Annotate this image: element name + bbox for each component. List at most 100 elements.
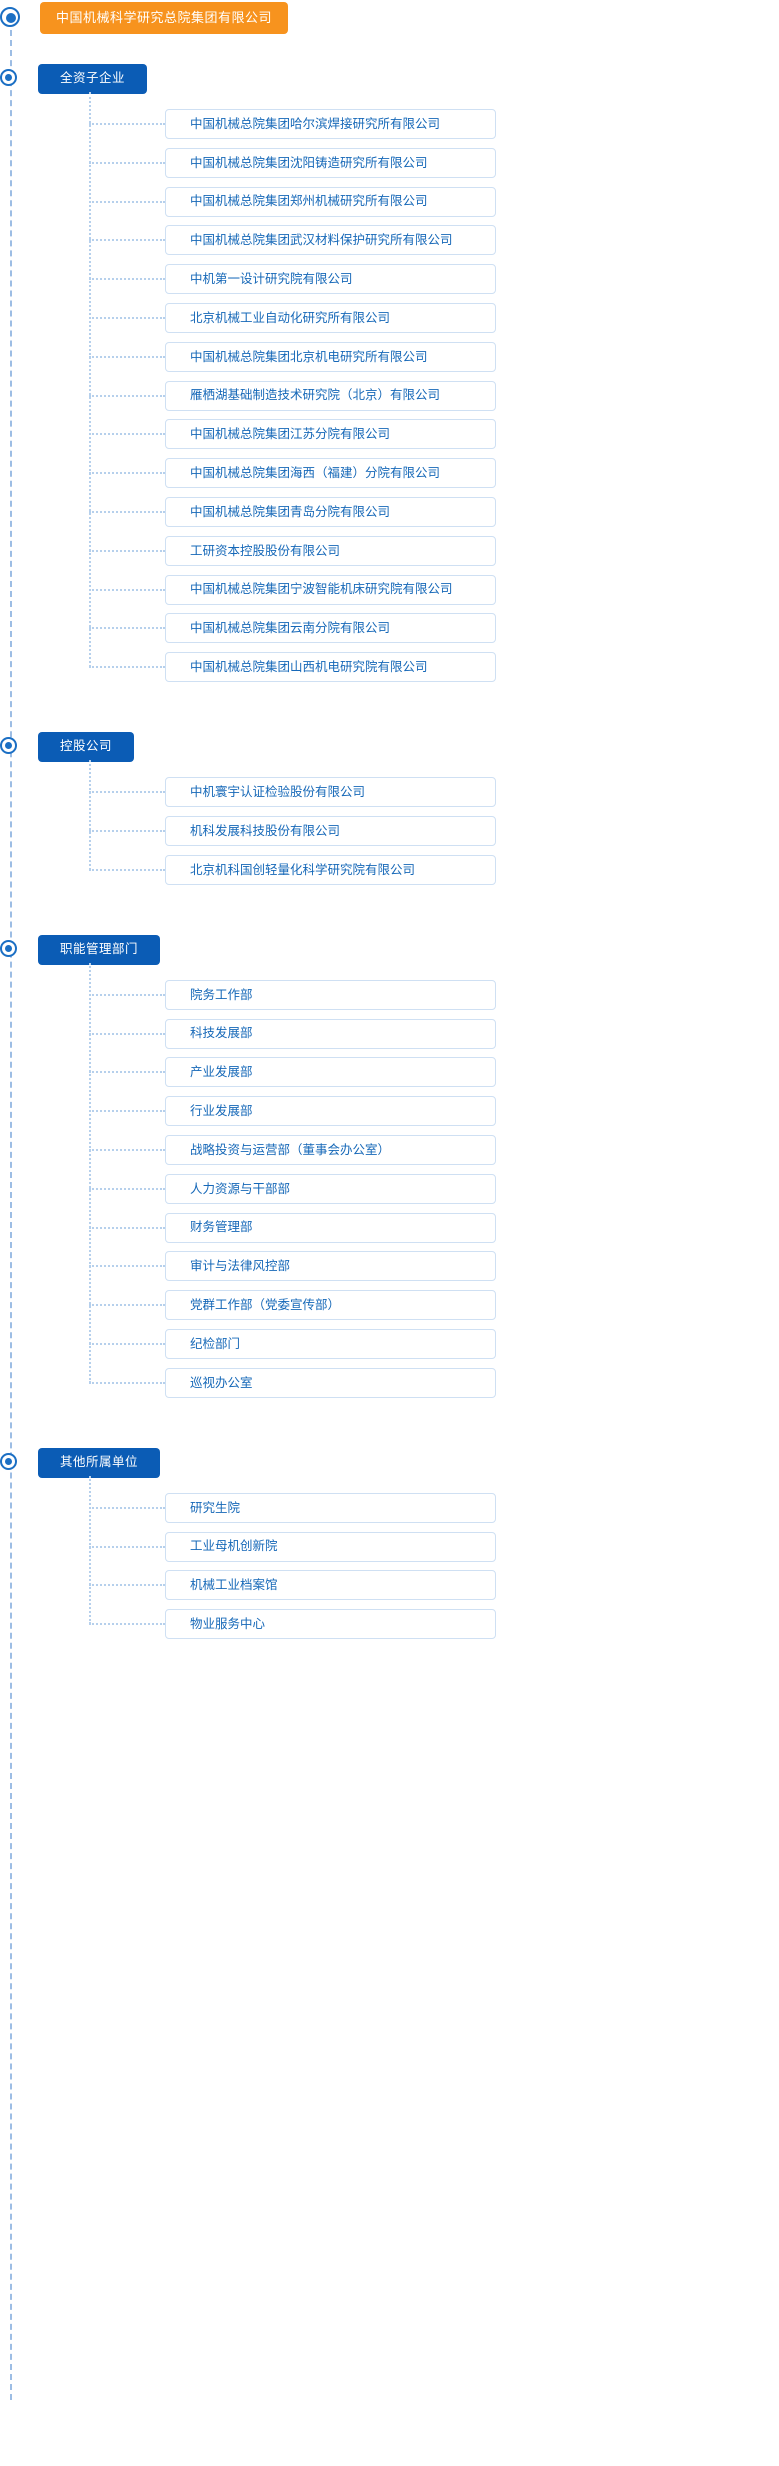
org-unit-item: 产业发展部 [89,1057,496,1088]
section-branch-connector [89,1475,91,1625]
org-unit-item: 中国机械总院集团海西（福建）分院有限公司 [89,458,496,489]
org-unit-item: 中国机械总院集团山西机电研究院有限公司 [89,652,496,683]
org-unit-item: 机械工业档案馆 [89,1570,496,1601]
org-unit-item: 行业发展部 [89,1096,496,1127]
org-unit-item: 中国机械总院集团宁波智能机床研究院有限公司 [89,574,496,605]
leaf-connector [89,993,165,996]
org-unit-box[interactable]: 战略投资与运营部（董事会办公室） [165,1135,496,1165]
org-unit-box[interactable]: 中国机械总院集团青岛分院有限公司 [165,497,496,527]
section-label-1[interactable]: 全资子企业 [38,64,148,94]
leaf-connector [89,472,165,475]
root-node-label[interactable]: 中国机械科学研究总院集团有限公司 [40,2,289,34]
leaf-connector [89,1226,165,1229]
org-unit-box[interactable]: 科技发展部 [165,1018,496,1049]
leaf-connector [89,1584,165,1587]
leaf-connector [89,1071,165,1074]
org-unit-label: 中国机械总院集团云南分院有限公司 [190,621,391,636]
org-unit-box[interactable]: 雁栖湖基础制造技术研究院（北京）有限公司 [165,380,496,411]
org-unit-label: 工研资本控股股份有限公司 [190,543,341,558]
leaf-connector [89,830,165,832]
org-unit-box[interactable]: 中机寰宇认证检验股份有限公司 [165,777,496,808]
org-unit-box[interactable]: 中国机械总院集团北京机电研究所有限公司 [165,341,496,372]
org-unit-box[interactable]: 研究生院 [165,1492,496,1523]
org-unit-label: 北京机科国创轻量化科学研究院有限公司 [190,862,416,877]
leaf-connector [89,278,165,281]
org-unit-box[interactable]: 工业母机创新院 [165,1531,496,1562]
org-unit-label: 科技发展部 [190,1026,253,1041]
org-unit-item: 中机寰宇认证检验股份有限公司 [89,777,496,808]
section-header-4: 其他所属单位 [0,1448,161,1478]
org-unit-box[interactable]: 审计与法律风控部 [165,1251,496,1282]
org-unit-item: 巡视办公室 [89,1367,496,1398]
org-unit-box[interactable]: 纪检部门 [165,1329,496,1359]
section-label-2[interactable]: 控股公司 [38,732,135,762]
org-unit-box[interactable]: 中国机械总院集团沈阳铸造研究所有限公司 [165,147,496,178]
root-node-row: 中国机械科学研究总院集团有限公司 [0,2,289,34]
section-marker-icon [0,737,20,757]
org-unit-box[interactable]: 中国机械总院集团山西机电研究院有限公司 [165,652,496,683]
org-unit-box[interactable]: 党群工作部（党委宣传部） [165,1290,496,1321]
org-unit-label: 中机寰宇认证检验股份有限公司 [190,784,366,799]
org-unit-box[interactable]: 机科发展科技股份有限公司 [165,816,496,846]
org-unit-box[interactable]: 中国机械总院集团郑州机械研究所有限公司 [165,186,496,217]
org-unit-box[interactable]: 行业发展部 [165,1096,496,1127]
leaf-connector [89,1265,165,1268]
org-unit-item: 中国机械总院集团青岛分院有限公司 [89,497,496,527]
section-marker-icon [0,1452,20,1473]
org-unit-label: 人力资源与干部部 [190,1181,291,1196]
org-unit-label: 中国机械总院集团沈阳铸造研究所有限公司 [190,155,428,170]
org-unit-box[interactable]: 机械工业档案馆 [165,1570,496,1601]
org-unit-item: 中国机械总院集团郑州机械研究所有限公司 [89,186,496,217]
org-unit-label: 物业服务中心 [190,1616,266,1631]
section-label-3[interactable]: 职能管理部门 [38,935,161,965]
section-label-4[interactable]: 其他所属单位 [38,1448,161,1478]
org-unit-label: 中国机械总院集团郑州机械研究所有限公司 [190,194,428,209]
org-unit-item: 物业服务中心 [89,1609,496,1640]
org-unit-box[interactable]: 中国机械总院集团宁波智能机床研究院有限公司 [165,574,496,605]
leaf-connector [89,588,165,591]
org-unit-label: 财务管理部 [190,1220,253,1235]
org-unit-item: 人力资源与干部部 [89,1173,496,1204]
leaf-connector [89,1506,165,1509]
org-unit-item: 中国机械总院集团北京机电研究所有限公司 [89,341,496,372]
leaf-connector [89,549,165,552]
main-vertical-connector [10,20,12,2400]
org-unit-box[interactable]: 院务工作部 [165,979,496,1010]
org-unit-box[interactable]: 中国机械总院集团云南分院有限公司 [165,613,496,644]
org-unit-box[interactable]: 中机第一设计研究院有限公司 [165,264,496,295]
leaf-connector [89,1343,165,1345]
org-unit-box[interactable]: 中国机械总院集团江苏分院有限公司 [165,419,496,450]
org-unit-item: 科技发展部 [89,1018,496,1049]
org-unit-item: 研究生院 [89,1492,496,1523]
org-unit-box[interactable]: 产业发展部 [165,1057,496,1088]
org-unit-label: 院务工作部 [190,987,253,1002]
leaf-connector [89,868,165,871]
org-unit-label: 战略投资与运营部（董事会办公室） [190,1142,391,1157]
org-unit-box[interactable]: 北京机科国创轻量化科学研究院有限公司 [165,854,496,885]
org-unit-label: 纪检部门 [190,1336,241,1351]
root-node-marker-icon [0,7,22,29]
leaf-connector [89,1545,165,1548]
org-unit-item: 中国机械总院集团云南分院有限公司 [89,613,496,644]
section-header-3: 职能管理部门 [0,935,161,965]
section-marker-icon [0,939,20,960]
org-unit-label: 中国机械总院集团江苏分院有限公司 [190,427,391,442]
org-unit-box[interactable]: 人力资源与干部部 [165,1173,496,1204]
org-unit-box[interactable]: 中国机械总院集团海西（福建）分院有限公司 [165,458,496,489]
org-unit-item: 中国机械总院集团武汉材料保护研究所有限公司 [89,225,496,256]
section-header-1: 全资子企业 [0,64,148,94]
org-unit-box[interactable]: 物业服务中心 [165,1609,496,1640]
leaf-connector [89,666,165,669]
org-unit-box[interactable]: 工研资本控股股份有限公司 [165,535,496,566]
org-unit-box[interactable]: 北京机械工业自动化研究所有限公司 [165,303,496,333]
org-unit-label: 工业母机创新院 [190,1539,278,1554]
leaf-connector [89,1149,165,1151]
org-unit-box[interactable]: 中国机械总院集团武汉材料保护研究所有限公司 [165,225,496,256]
leaf-connector [89,791,165,794]
org-unit-item: 中国机械总院集团江苏分院有限公司 [89,419,496,450]
org-unit-box[interactable]: 中国机械总院集团哈尔滨焊接研究所有限公司 [165,109,496,139]
leaf-connector [89,1304,165,1307]
org-unit-label: 中国机械总院集团武汉材料保护研究所有限公司 [190,233,453,248]
org-unit-box[interactable]: 财务管理部 [165,1212,496,1243]
org-unit-box[interactable]: 巡视办公室 [165,1367,496,1398]
